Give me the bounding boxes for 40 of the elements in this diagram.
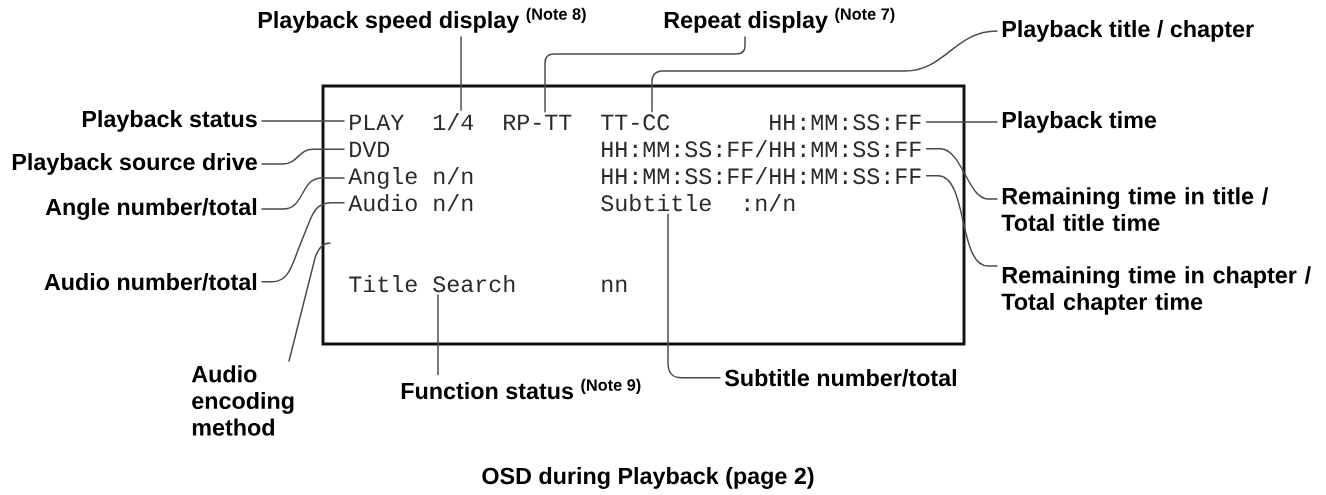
caption: OSD during Playback (page 2): [482, 467, 814, 489]
osd-text: Angle n/n: [348, 167, 473, 189]
osd-text: HH:MM:SS:FF: [770, 114, 921, 131]
osd-text: HH:MM:SS:FF/HH:MM:SS:FF: [602, 140, 921, 158]
osd-text: TT-CC: [601, 114, 670, 131]
osd-text: HH:MM:SS:FF/HH:MM:SS:FF: [602, 167, 921, 185]
leader-line: [261, 148, 345, 165]
leader-line: [925, 147, 998, 200]
osd-text: nn: [602, 279, 627, 292]
callout-label: Playback speed display $^{(Note 8)}$: [258, 7, 586, 33]
osd-text: DVD: [350, 141, 390, 157]
osd-text: PLAY: [350, 114, 404, 130]
callout-label: Playback status: [82, 110, 257, 132]
osd-text: 1/4: [433, 113, 474, 131]
callout-label: Playback title / chapter: [1002, 20, 1254, 42]
leader-line: [261, 201, 345, 283]
callout-label: Angle number/total: [45, 198, 257, 220]
leader-line: [925, 174, 998, 267]
leader-line: [925, 121, 998, 123]
osd-text: Title Search: [349, 275, 515, 293]
callout-label: Playback time: [1002, 111, 1157, 133]
osd-text: RP-TT: [504, 114, 572, 130]
callout-label: Audio encoding method: [191, 365, 294, 436]
callout-label: Remaining time in chapter / Total chapter time: [1001, 266, 1311, 315]
screen-frame: [321, 84, 966, 346]
osd-text: Subtitle :n/n: [601, 194, 795, 212]
callout-label: Function status $^{(Note 9)}$: [401, 378, 641, 400]
leader-line: [261, 177, 345, 210]
callout-label: Playback source drive: [12, 153, 257, 175]
callout-label: Subtitle number/total: [724, 369, 956, 387]
leader-line: [651, 30, 998, 113]
leader-line: [437, 294, 439, 376]
callout-label: Repeat display $^{(Note 7)}$: [664, 7, 895, 33]
callout-label: Audio number/total: [44, 273, 257, 291]
callout-label: Remaining time in title / Total title time: [1001, 187, 1269, 232]
osd-text: Audio n/n: [348, 194, 473, 212]
leader-line: [288, 242, 331, 362]
leader-line: [667, 213, 721, 379]
leader-line: [261, 120, 345, 122]
leader-line: [460, 36, 462, 111]
